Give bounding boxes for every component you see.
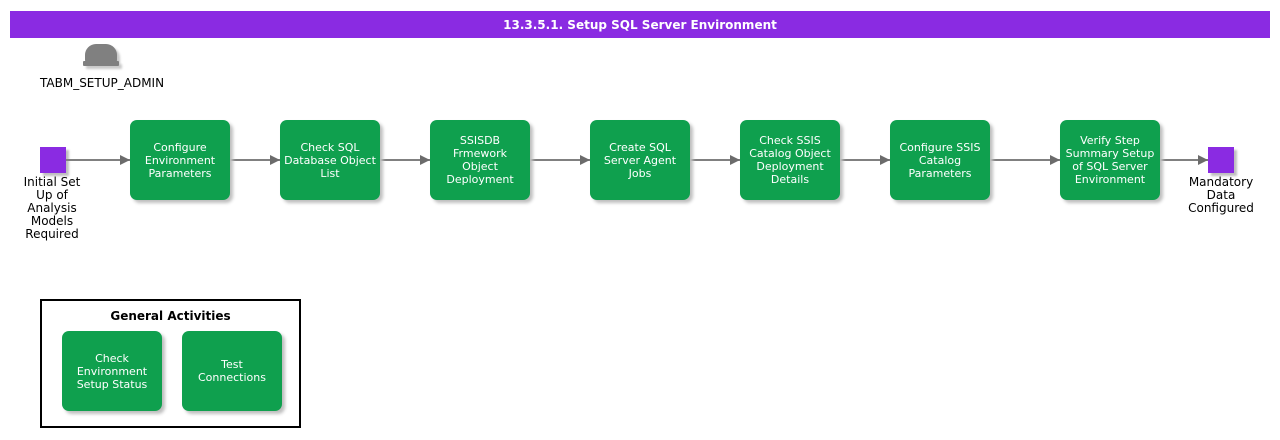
end-marker: [1208, 147, 1234, 173]
flow-arrow-line: [1160, 159, 1208, 161]
flow-arrow-line: [690, 159, 740, 161]
activity-check-ssis-catalog-object-deployment-details[interactable]: Check SSIS Catalog Object Deployment Det…: [740, 120, 840, 200]
flow-arrow-line: [66, 159, 130, 161]
hat-dome: [85, 44, 117, 63]
general-activities-title: General Activities: [110, 309, 231, 323]
activity-ssisdb-framework-object-deployment[interactable]: SSISDB Frmework Object Deployment: [430, 120, 530, 200]
flow-arrowhead-icon: [880, 155, 890, 165]
flow-arrow-line: [530, 159, 590, 161]
end-marker-label: Mandatory Data Configured: [1188, 175, 1254, 215]
flow-arrowhead-icon: [1050, 155, 1060, 165]
activity-test-connections[interactable]: Test Connections: [182, 331, 282, 411]
activity-verify-step-summary-setup[interactable]: Verify Step Summary Setup of SQL Server …: [1060, 120, 1160, 200]
diagram-title-banner: 13.3.5.1. Setup SQL Server Environment: [10, 11, 1270, 38]
start-marker: [40, 147, 66, 173]
activity-check-environment-setup-status[interactable]: Check Environment Setup Status: [62, 331, 162, 411]
flow-arrowhead-icon: [120, 155, 130, 165]
flow-arrow-line: [380, 159, 430, 161]
bowler-hat-icon: [83, 44, 119, 70]
flow-arrowhead-icon: [270, 155, 280, 165]
activity-check-sql-database-object-list[interactable]: Check SQL Database Object List: [280, 120, 380, 200]
hat-brim: [83, 61, 119, 66]
flow-arrowhead-icon: [580, 155, 590, 165]
flow-arrow-line: [230, 159, 280, 161]
flow-arrowhead-icon: [1198, 155, 1208, 165]
flow-arrow-line: [840, 159, 890, 161]
activity-configure-ssis-catalog-parameters[interactable]: Configure SSIS Catalog Parameters: [890, 120, 990, 200]
actor: TABM_SETUP_ADMIN: [40, 44, 165, 90]
activity-create-sql-server-agent-jobs[interactable]: Create SQL Server Agent Jobs: [590, 120, 690, 200]
flow-arrowhead-icon: [730, 155, 740, 165]
start-marker-label: Initial Set Up of Analysis Models Requir…: [23, 175, 81, 241]
general-activities-group: General Activities Check Environment Set…: [40, 299, 301, 428]
flow-arrowhead-icon: [420, 155, 430, 165]
activity-configure-environment-parameters[interactable]: Configure Environment Parameters: [130, 120, 230, 200]
actor-label: TABM_SETUP_ADMIN: [40, 76, 165, 90]
page-title: 13.3.5.1. Setup SQL Server Environment: [503, 17, 777, 32]
flow-arrow-line: [990, 159, 1060, 161]
